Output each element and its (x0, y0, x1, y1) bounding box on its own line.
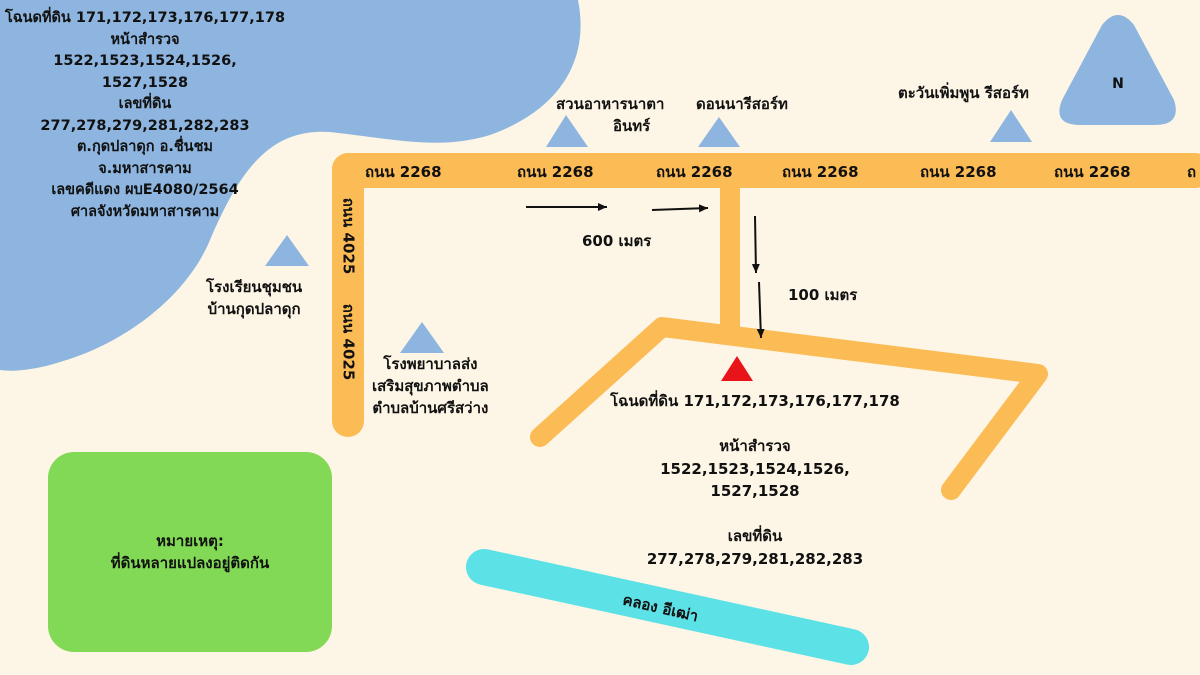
info-line: 1522,1523,1524,1526, (53, 53, 237, 69)
north-indicator (1059, 15, 1176, 125)
school-label-line: บ้านกุดปลาดุก (207, 300, 301, 318)
info-line: หน้าสำรวจ (110, 31, 180, 48)
info-line: ต.กุดปลาดุก อ.ชื่นชม (77, 139, 213, 155)
road-label: ถนน 2268 (656, 163, 733, 181)
restaurant-label-line: สวนอาหารนาตา (556, 95, 665, 113)
info-line: เลขคดีแดง ผบE4080/2564 (51, 182, 239, 198)
plot-line: หน้าสำรวจ (719, 437, 791, 455)
arrow-3 (751, 215, 760, 274)
school-label: โรงเรียนชุมชน บ้านกุดปลาดุก (206, 276, 302, 320)
hospital-label-line: เสริมสุขภาพตำบล (372, 377, 489, 395)
road-label: ถนน 2268 (920, 163, 997, 181)
access-road (530, 317, 1048, 500)
arrow-2 (651, 204, 709, 213)
plot-line: 1522,1523,1524,1526, (660, 459, 850, 478)
info-line: จ.มหาสารคาม (98, 160, 192, 177)
info-line: 1527,1528 (101, 74, 189, 91)
road-2268 (332, 153, 1200, 188)
road-label: ถนน 2268 (365, 163, 442, 181)
branch-road (720, 170, 740, 335)
plot-line: 1527,1528 (710, 482, 800, 500)
info-line: ศาลจังหวัดมหาสารคาม (70, 203, 220, 220)
target-plot-marker (721, 356, 753, 381)
plot-line: เลขที่ดิน (727, 527, 783, 545)
arrow-4 (756, 281, 765, 339)
info-line: โฉนดที่ดิน 171,172,173,176,177,178 (4, 10, 286, 26)
hospital-marker (400, 322, 444, 353)
plot-line: โฉนดที่ดิน 171,172,173,176,177,178 (610, 392, 900, 410)
plot-info-block: โฉนดที่ดิน 171,172,173,176,177,178 หน้าส… (0, 8, 290, 223)
resort2-marker (990, 110, 1032, 142)
distance-600: 600 เมตร (582, 232, 652, 250)
road-label: ถนน 2268 (1054, 163, 1131, 181)
canal-line (466, 549, 869, 665)
legend-text: ที่ดินหลายแปลงอยู่ติดกัน (110, 554, 270, 572)
info-line: 277,278,279,281,282,283 (40, 117, 250, 134)
legend-title: หมายเหตุ: (156, 532, 224, 550)
resort1-label: ดอนนารีสอร์ท (696, 95, 788, 113)
road-label-cut: ถ (1187, 163, 1197, 181)
plot-line (600, 503, 910, 526)
school-label-line: โรงเรียนชุมชน (206, 278, 303, 296)
hospital-label: โรงพยาบาลส่ง เสริมสุขภาพตำบล ตำบลบ้านศรี… (372, 353, 489, 419)
resort2-label: ตะวันเพิ่มพูน รีสอร์ท (898, 84, 1029, 102)
restaurant-label: สวนอาหารนาตา อินทร์ (556, 93, 664, 137)
restaurant-marker (546, 115, 588, 147)
road-4025 (332, 153, 364, 437)
road-label: ถนน 2268 (517, 163, 594, 181)
restaurant-label-line: อินทร์ (613, 117, 651, 135)
info-line: เลขที่ดิน (118, 96, 172, 112)
target-plot-info: โฉนดที่ดิน 171,172,173,176,177,178 หน้าส… (600, 390, 910, 570)
legend-box: หมายเหตุ: ที่ดินหลายแปลงอยู่ติดกัน (48, 452, 332, 652)
road-4025-label: ถนน 4025 (339, 303, 358, 381)
road-4025-label: ถนน 4025 (339, 197, 358, 275)
plot-line (600, 413, 910, 436)
plot-line: 277,278,279,281,282,283 (646, 549, 864, 568)
north-label: N (1112, 76, 1124, 92)
distance-100: 100 เมตร (788, 286, 858, 304)
road-label: ถนน 2268 (782, 163, 859, 181)
water-area (0, 0, 581, 371)
school-marker (265, 235, 309, 266)
resort1-marker (698, 117, 740, 147)
hospital-label-line: โรงพยาบาลส่ง (383, 355, 478, 373)
hospital-label-line: ตำบลบ้านศรีสว่าง (372, 399, 489, 417)
